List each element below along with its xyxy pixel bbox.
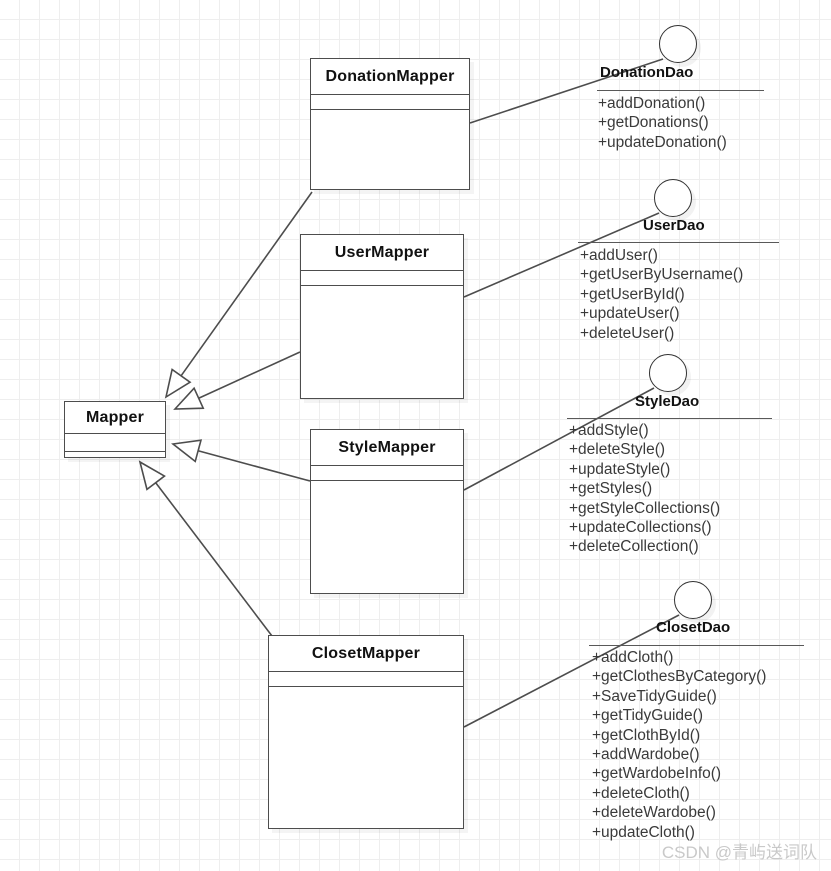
interface-operation: +deleteStyle() xyxy=(569,441,666,459)
interface-operation: +deleteCollection() xyxy=(569,538,699,556)
interface-name: UserDao xyxy=(643,217,705,234)
interface-separator xyxy=(597,90,764,91)
interface-operation: +deleteUser() xyxy=(580,324,675,342)
watermark-text: CSDN @青屿送词队 xyxy=(661,843,817,862)
interface-lollipop-icon xyxy=(654,179,692,217)
interface-lollipop-icon xyxy=(674,581,712,619)
interface-operation: +getTidyGuide() xyxy=(592,707,703,725)
uml-operations-compartment xyxy=(65,452,165,470)
interface-operations-list: +addStyle() +deleteStyle()+updateStyle() +… xyxy=(569,421,720,557)
uml-attributes-compartment xyxy=(65,434,165,452)
uml-attributes-compartment xyxy=(311,466,463,481)
uml-class-name: ClosetMapper xyxy=(269,636,463,672)
interface-operation: +addDonation() xyxy=(598,95,706,112)
uml-operations-compartment xyxy=(311,481,463,482)
interface-operation: +updateDonation() xyxy=(598,133,727,151)
interface-lollipop-icon xyxy=(659,25,697,63)
generalization-edge xyxy=(198,351,301,399)
generalization-arrowhead-icon xyxy=(171,439,203,463)
interface-name: DonationDao xyxy=(600,64,694,81)
interface-operation: +getClothesByCategory() xyxy=(592,668,767,686)
interface-operation: +updateCloth() xyxy=(592,823,695,841)
interface-separator xyxy=(589,645,804,646)
uml-class-name: Mapper xyxy=(65,402,165,434)
interface-separator xyxy=(578,242,779,243)
interface-operation: +SaveTidyGuide() xyxy=(592,687,717,705)
interface-operation: +addUser() xyxy=(580,247,658,264)
interface-operation: +getStyles() xyxy=(569,480,653,498)
uml-operations-compartment xyxy=(301,286,463,287)
interface-operation: +updateStyle() xyxy=(569,460,671,478)
uml-class-name: DonationMapper xyxy=(311,59,469,95)
uml-class-name: StyleMapper xyxy=(311,430,463,466)
interface-operation: +deleteWardobe() xyxy=(592,804,716,822)
uml-attributes-compartment xyxy=(311,95,469,110)
uml-class-mapper[interactable]: Mapper xyxy=(64,401,166,458)
uml-class-style-mapper[interactable]: StyleMapper xyxy=(310,429,464,594)
interface-operation: +updateUser() xyxy=(580,305,680,323)
interface-name: ClosetDao xyxy=(656,619,731,636)
uml-attributes-compartment xyxy=(269,672,463,687)
generalization-arrowhead-icon xyxy=(164,368,192,399)
interface-operation: +getClothById() xyxy=(592,726,701,744)
uml-class-closet-mapper[interactable]: ClosetMapper xyxy=(268,635,464,829)
interface-operation: +getStyleCollections() xyxy=(569,499,721,517)
uml-class-donation-mapper[interactable]: DonationMapper xyxy=(310,58,470,190)
interface-operation: +addStyle() xyxy=(569,422,649,439)
generalization-edge xyxy=(180,191,313,377)
interface-operation: +getUserById() xyxy=(580,285,685,303)
interface-operations-list: +addUser() +getUserByUsername()+getUserBy… xyxy=(580,246,743,343)
interface-operations-list: +addCloth() +getClothesByCategory()+SaveT… xyxy=(592,648,766,842)
interface-operations-list: +addDonation() +getDonations()+updateDona… xyxy=(598,94,727,152)
interface-separator xyxy=(567,418,772,419)
uml-class-user-mapper[interactable]: UserMapper xyxy=(300,234,464,399)
interface-lollipop-icon xyxy=(649,354,687,392)
interface-operation: +addWardobe() xyxy=(592,746,700,764)
interface-operation: +deleteCloth() xyxy=(592,784,690,802)
interface-operation: +updateCollections() xyxy=(569,519,712,537)
uml-operations-compartment xyxy=(311,110,469,111)
interface-operation: +getDonations() xyxy=(598,114,709,132)
uml-class-name: UserMapper xyxy=(301,235,463,271)
uml-attributes-compartment xyxy=(301,271,463,286)
interface-operation: +addCloth() xyxy=(592,649,674,666)
generalization-edge xyxy=(155,482,273,637)
generalization-edge xyxy=(197,450,311,482)
uml-operations-compartment xyxy=(269,687,463,688)
interface-name: StyleDao xyxy=(635,393,700,410)
interface-operation: +getUserByUsername() xyxy=(580,266,744,284)
generalization-arrowhead-icon xyxy=(173,386,205,410)
interface-operation: +getWardobeInfo() xyxy=(592,765,722,783)
